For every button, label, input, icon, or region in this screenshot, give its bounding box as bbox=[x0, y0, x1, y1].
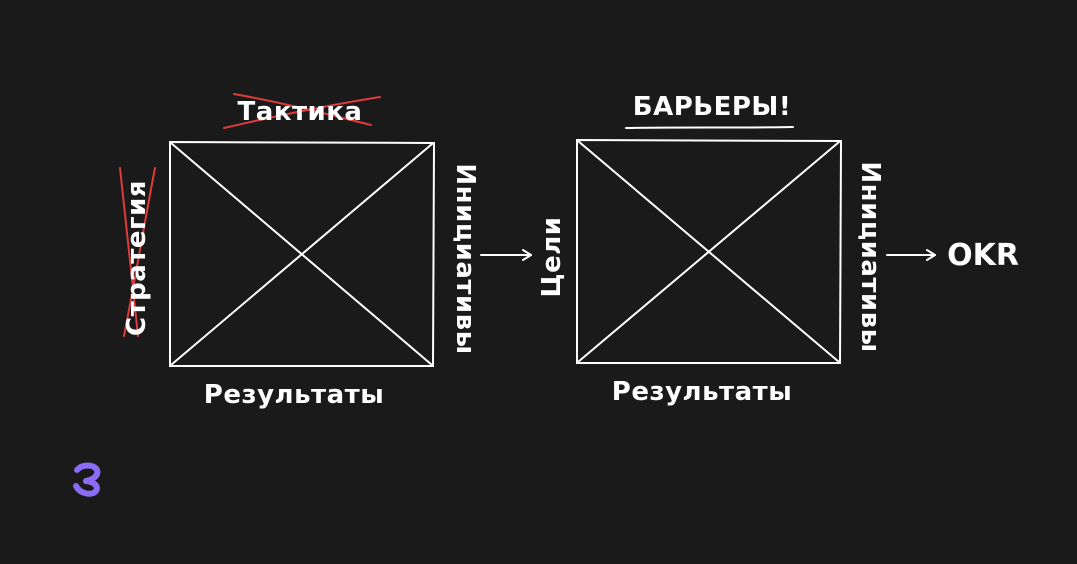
right-results-label: Результаты bbox=[611, 377, 793, 407]
arrow-to-okr bbox=[886, 249, 936, 261]
left-initiatives-label: Инициативы bbox=[450, 163, 480, 355]
strategy-label: Стратегия bbox=[122, 179, 152, 337]
okr-label: OKR bbox=[947, 238, 1019, 273]
left-box-frame bbox=[169, 140, 436, 367]
barriers-label: БАРЬЕРЫ! bbox=[632, 92, 792, 122]
right-box-frame bbox=[576, 138, 843, 364]
left-results-label: Результаты bbox=[203, 380, 385, 410]
tactics-label: Тактика bbox=[237, 97, 363, 127]
right-box-diagonal-b bbox=[577, 141, 840, 363]
goals-label: Цели bbox=[537, 216, 567, 298]
arrow-between-boxes bbox=[480, 249, 532, 261]
right-initiatives-label: Инициативы bbox=[855, 161, 885, 353]
tactics-strike bbox=[223, 93, 381, 129]
strategy-strike bbox=[119, 167, 156, 337]
right-box bbox=[576, 138, 843, 364]
logo-g-icon bbox=[73, 462, 101, 497]
left-box-diagonal-b bbox=[170, 143, 433, 366]
barriers-underline bbox=[625, 126, 794, 129]
left-box bbox=[169, 140, 436, 367]
